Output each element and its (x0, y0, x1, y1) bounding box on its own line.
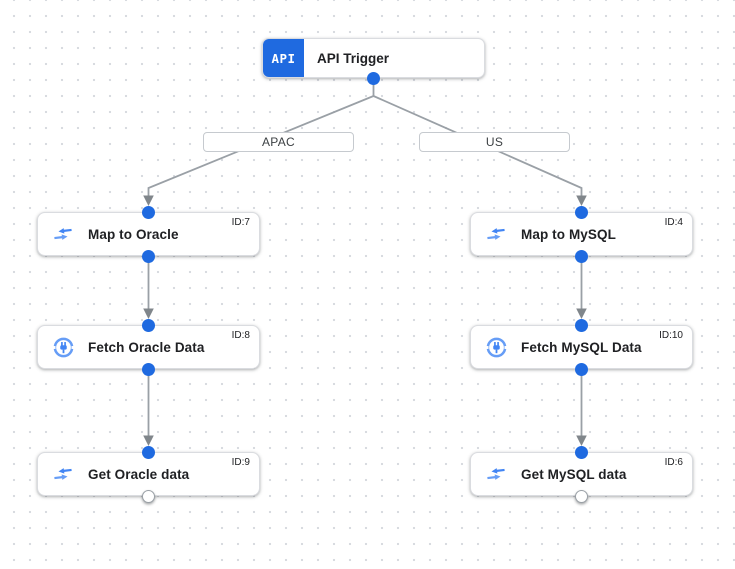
connector-icon (52, 336, 74, 358)
api-trigger-node[interactable]: API API Trigger (262, 38, 485, 78)
task-id-label: ID:10 (659, 330, 683, 341)
task-title: Get MySQL data (521, 466, 627, 482)
output-port-open[interactable] (142, 489, 155, 503)
output-port[interactable] (142, 249, 155, 263)
input-port[interactable] (142, 205, 155, 219)
task-node-fetch-mysql-data[interactable]: Fetch MySQL Data ID:10 (470, 325, 693, 369)
arrowhead-apac (143, 195, 154, 206)
arrowhead-right-2 (576, 435, 587, 446)
input-port[interactable] (142, 445, 155, 459)
data-mapping-icon (485, 463, 507, 485)
task-node-get-oracle-data[interactable]: Get Oracle data ID:9 (37, 452, 260, 496)
task-node-get-mysql-data[interactable]: Get MySQL data ID:6 (470, 452, 693, 496)
edge-trigger-to-apac (147, 95, 374, 196)
task-id-label: ID:6 (664, 457, 683, 468)
input-port[interactable] (575, 205, 588, 219)
output-port-open[interactable] (575, 489, 588, 503)
connector-icon (485, 336, 507, 358)
task-title: Fetch Oracle Data (88, 339, 205, 355)
task-id-label: ID:8 (231, 330, 250, 341)
api-trigger-icon: API (263, 39, 304, 77)
task-id-label: ID:9 (231, 457, 250, 468)
task-title: Map to Oracle (88, 226, 179, 242)
input-port[interactable] (142, 318, 155, 332)
arrowhead-left-2 (143, 435, 154, 446)
output-port[interactable] (575, 362, 588, 376)
task-title: Fetch MySQL Data (521, 339, 642, 355)
output-port[interactable] (142, 362, 155, 376)
arrowhead-right-1 (576, 308, 587, 319)
edge-trigger-to-us (373, 95, 583, 196)
data-mapping-icon (52, 463, 74, 485)
input-port[interactable] (575, 445, 588, 459)
trigger-output-port[interactable] (367, 71, 380, 85)
task-title: Get Oracle data (88, 466, 190, 482)
task-id-label: ID:4 (664, 217, 683, 228)
data-mapping-icon (485, 223, 507, 245)
arrowhead-left-1 (143, 308, 154, 319)
edge-label-us[interactable]: US (419, 132, 570, 152)
trigger-title: API Trigger (317, 50, 390, 66)
task-node-map-to-oracle[interactable]: Map to Oracle ID:7 (37, 212, 260, 256)
arrowhead-us (576, 195, 587, 206)
edge-label-apac[interactable]: APAC (203, 132, 354, 152)
input-port[interactable] (575, 318, 588, 332)
task-id-label: ID:7 (231, 217, 250, 228)
output-port[interactable] (575, 249, 588, 263)
data-mapping-icon (52, 223, 74, 245)
task-title: Map to MySQL (521, 226, 616, 242)
